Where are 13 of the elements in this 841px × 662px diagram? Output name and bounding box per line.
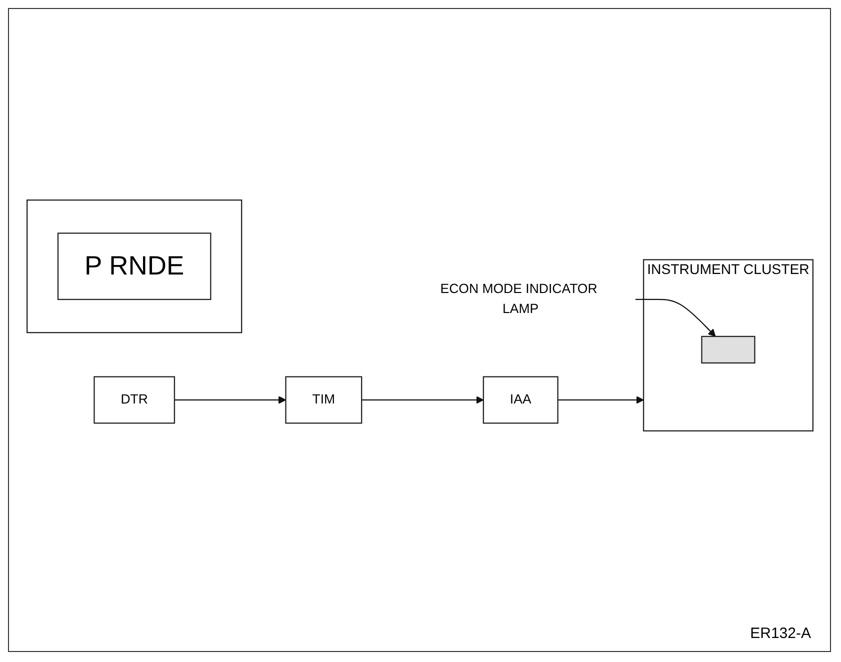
arrow — [635, 298, 716, 336]
arrow — [174, 396, 286, 404]
node-box: IAA — [482, 376, 558, 424]
arrow — [362, 396, 484, 404]
node-box — [701, 335, 756, 364]
arrow — [558, 396, 644, 404]
figure-code: ER132-A — [750, 625, 811, 642]
node-box: DTR — [94, 376, 176, 424]
node-box: TIM — [285, 376, 362, 424]
node-text: ECON MODE INDICATOR LAMP — [440, 280, 598, 316]
cluster — [26, 199, 242, 333]
node-box: P RNDE — [57, 232, 212, 300]
cluster: INSTRUMENT CLUSTER — [642, 258, 814, 431]
